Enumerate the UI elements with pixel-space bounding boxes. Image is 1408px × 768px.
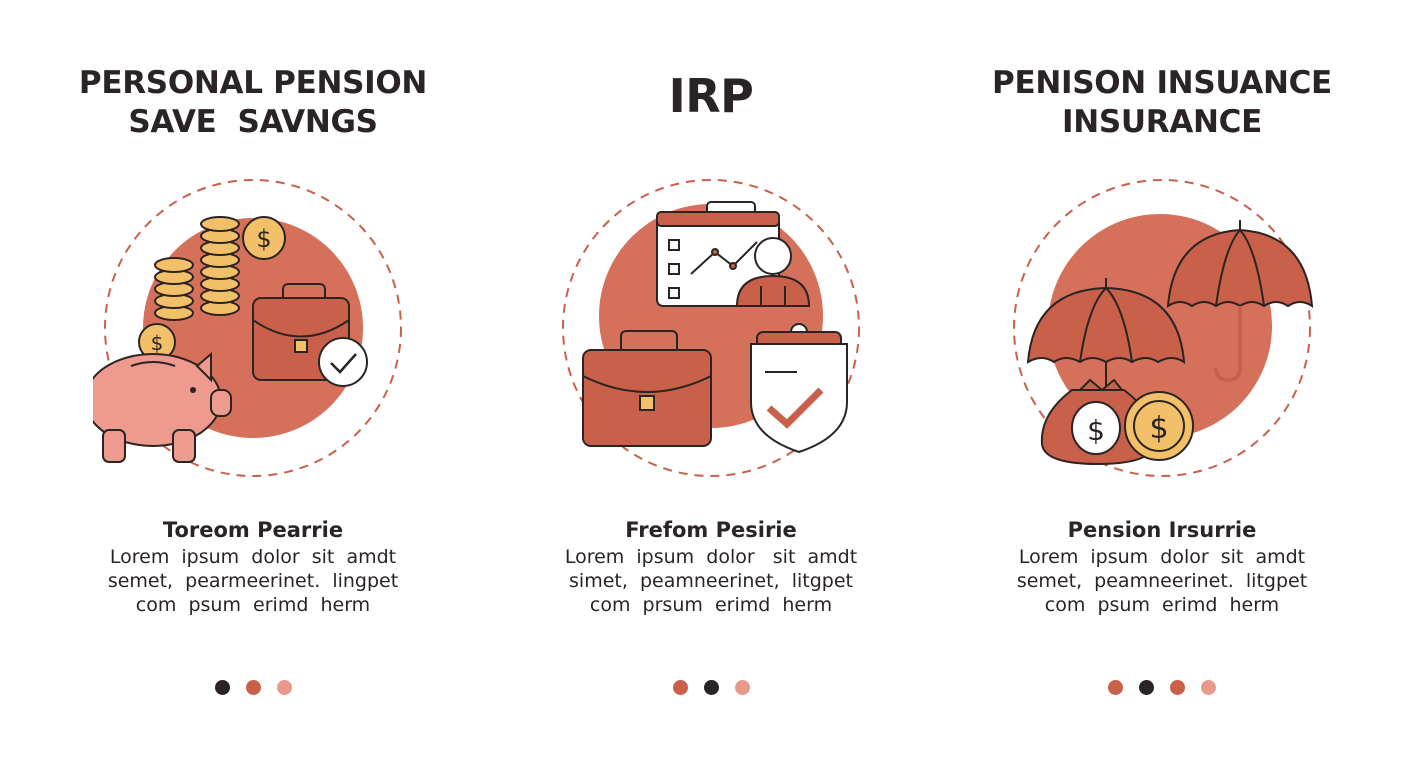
- pagination-dot[interactable]: [245, 680, 261, 695]
- pagination-dot[interactable]: [1170, 680, 1185, 695]
- panel-pension-insurance: PENISON INSUANCE INSURANCE: [942, 0, 1382, 768]
- umbrella-icon: [1026, 278, 1186, 398]
- title-line: INSURANCE: [1061, 104, 1262, 140]
- description-line: semet, peamneerinet. litgpet: [1016, 570, 1308, 592]
- description-line: com psum erimd herm: [1044, 594, 1280, 616]
- title-line: IRP: [668, 69, 754, 123]
- pagination-dot[interactable]: [703, 680, 719, 695]
- title-line: SAVE SAVNGS: [128, 104, 378, 140]
- pagination-dot[interactable]: [276, 680, 292, 695]
- description-line: com psum erimd herm: [135, 594, 371, 616]
- irp-illustration-svg: [562, 179, 860, 477]
- dashed-ring: [562, 179, 860, 477]
- piggy-bank-icon: [93, 351, 232, 463]
- panel-subtitle: Frefom Pesirie: [625, 518, 797, 542]
- pagination-dots: [942, 680, 1382, 695]
- description-line: Lorem ipsum dolor sit amdt: [564, 546, 858, 568]
- pagination-dot[interactable]: [734, 680, 750, 695]
- dollar-coin-icon: $: [1124, 391, 1194, 461]
- pagination-dot[interactable]: [1201, 680, 1216, 695]
- panel-personal-pension: PERSONAL PENSION SAVE SAVNGS: [33, 0, 473, 768]
- pagination-dots: [33, 680, 473, 695]
- pagination-dot[interactable]: [214, 680, 230, 695]
- panel-subtitle: Pension Irsurrie: [1067, 518, 1257, 542]
- title-line: PENISON INSUANCE: [992, 65, 1332, 101]
- svg-text:$: $: [1149, 411, 1168, 446]
- pagination-dot[interactable]: [1139, 680, 1154, 695]
- svg-text:$: $: [256, 225, 271, 253]
- pagination-dot[interactable]: [1108, 680, 1123, 695]
- illustration-insurance: $ $: [1002, 168, 1322, 488]
- pagination-dot[interactable]: [672, 680, 688, 695]
- description-line: com prsum erimd herm: [589, 594, 833, 616]
- panel-title: IRP: [491, 68, 931, 124]
- pagination-dots: [491, 680, 931, 695]
- panel-title: PERSONAL PENSION SAVE SAVNGS: [33, 64, 473, 142]
- panel-description: Lorem ipsum dolor sit amdt simet, peamne…: [491, 545, 931, 617]
- svg-text:$: $: [151, 331, 164, 355]
- panel-subtitle: Toreom Pearrie: [162, 518, 344, 542]
- briefcase-icon: [582, 330, 712, 447]
- insurance-illustration-svg: $ $: [1013, 179, 1314, 477]
- shield-check-icon: [750, 323, 848, 454]
- money-bag-icon: $: [1040, 378, 1156, 466]
- svg-text:$: $: [1087, 414, 1105, 447]
- description-line: Lorem ipsum dolor sit amdt: [109, 546, 397, 568]
- description-line: simet, peamneerinet, litgpet: [569, 570, 853, 592]
- description-line: Lorem ipsum dolor sit amdt: [1018, 546, 1306, 568]
- dollar-coin-icon: $: [138, 323, 176, 361]
- coin-stack-icon: [154, 216, 240, 321]
- dashed-ring: [104, 179, 402, 477]
- title-line: PERSONAL PENSION: [78, 65, 428, 101]
- panel-irp: IRP: [491, 0, 931, 768]
- savings-illustration-svg: $ $: [93, 179, 402, 477]
- dollar-coin-icon: $: [242, 216, 286, 260]
- checkmark-badge-icon: [318, 337, 368, 387]
- panel-description: Lorem ipsum dolor sit amdt semet, peamne…: [942, 545, 1382, 617]
- illustration-irp: [551, 168, 871, 488]
- description-line: semet, pearmeerinet. lingpet: [107, 570, 399, 592]
- person-icon: [735, 237, 811, 307]
- panel-title: PENISON INSUANCE INSURANCE: [942, 64, 1382, 142]
- dashed-ring: [1013, 179, 1311, 477]
- illustration-savings: $ $: [93, 168, 413, 488]
- panel-description: Lorem ipsum dolor sit amdt semet, pearme…: [33, 545, 473, 617]
- umbrella-icon: [1166, 220, 1314, 383]
